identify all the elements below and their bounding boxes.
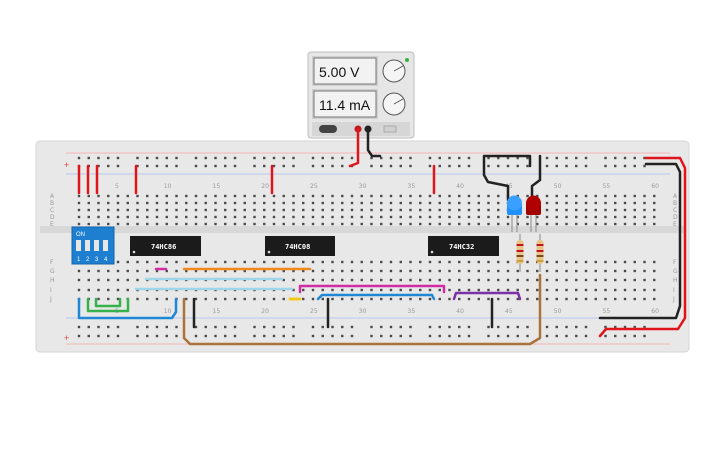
row-label: F [50, 259, 54, 266]
power-switch[interactable] [319, 125, 337, 133]
led-red[interactable] [526, 195, 541, 233]
row-label: E [673, 221, 677, 228]
dip-switch[interactable]: ON 1 2 3 4 [71, 226, 115, 265]
dip-position-3: 3 [95, 257, 99, 263]
row-label: H [50, 277, 55, 284]
column-label-bottom: 10 [164, 308, 172, 315]
row-label: G [50, 268, 55, 275]
dip-toggle-3[interactable] [94, 240, 99, 251]
row-label: J [672, 296, 675, 303]
chip-74hc08[interactable]: 74HC08 [265, 236, 335, 256]
wire-purple [452, 291, 522, 301]
chip-74hc86[interactable]: 74HC86 [130, 236, 201, 256]
dip-position-4: 4 [104, 257, 108, 263]
power-supply[interactable]: 5.00 V 11.4 mA [307, 51, 415, 139]
wire-magenta-long [298, 284, 446, 294]
column-label-bottom: 25 [310, 308, 318, 315]
breadboard-center-gap [40, 226, 685, 233]
row-label: A [673, 193, 678, 200]
column-label-bottom: 40 [456, 308, 464, 315]
current-readout: 11.4 mA [319, 97, 371, 113]
row-label: H [673, 277, 678, 284]
wire-black-led-2 [530, 154, 542, 202]
dip-toggle-4[interactable] [103, 240, 108, 251]
wire-blue-dip [77, 297, 178, 320]
wire-red-right [598, 156, 687, 338]
row-label: I [673, 287, 675, 294]
column-label-bottom: 45 [505, 308, 513, 315]
chip-label-74hc86: 74HC86 [151, 243, 176, 251]
wire-black-right [598, 162, 682, 320]
row-label: D [50, 214, 55, 221]
wire-black-psu [366, 127, 382, 158]
column-label-top: 15 [213, 183, 221, 190]
column-label-bottom: 50 [554, 308, 562, 315]
column-label-top: 40 [456, 183, 464, 190]
column-label-top: 20 [261, 183, 269, 190]
chip-label-74hc32: 74HC32 [449, 243, 474, 251]
column-label-bottom: 55 [603, 308, 611, 315]
voltage-readout: 5.00 V [319, 64, 360, 80]
row-label: D [673, 214, 678, 221]
row-label: B [50, 200, 54, 207]
row-label: B [673, 200, 677, 207]
row-label: A [50, 193, 55, 200]
power-led-icon [405, 58, 409, 62]
column-label-top: 50 [554, 183, 562, 190]
chip-label-74hc08: 74HC08 [285, 243, 310, 251]
breadboard [35, 140, 690, 353]
led-blue[interactable] [507, 195, 522, 233]
row-label: F [673, 259, 677, 266]
row-label: C [673, 207, 677, 214]
column-label-bottom: 60 [651, 308, 659, 315]
resistor-1[interactable] [516, 234, 524, 272]
wire-blue-long [316, 293, 436, 301]
column-label-bottom: 20 [261, 308, 269, 315]
row-label: C [50, 207, 54, 214]
column-label-top: 10 [164, 183, 172, 190]
dip-position-1: 1 [77, 257, 81, 263]
dip-on-label: ON [76, 232, 85, 238]
column-label-top: 35 [408, 183, 416, 190]
column-label-top: 60 [651, 183, 659, 190]
row-label: G [673, 268, 678, 275]
row-label: J [49, 296, 52, 303]
column-label-top: 5 [115, 183, 119, 190]
column-label-bottom: 15 [213, 308, 221, 315]
row-label: E [50, 221, 54, 228]
wire-red-psu [348, 127, 360, 168]
dip-position-2: 2 [86, 257, 90, 263]
resistor-2[interactable] [536, 234, 544, 272]
wire-green-2 [94, 297, 122, 308]
wire-black-led-1 [482, 154, 532, 202]
column-label-top: 55 [603, 183, 611, 190]
wire-green-1 [86, 297, 130, 313]
column-label-bottom: 30 [359, 308, 367, 315]
row-label: I [50, 287, 52, 294]
column-label-top: 30 [359, 183, 367, 190]
chip-74hc32[interactable]: 74HC32 [428, 236, 499, 256]
wire-brown [182, 273, 542, 346]
dip-toggle-1[interactable] [76, 240, 81, 251]
rail-plus-label-top: + [64, 160, 69, 170]
rail-plus-label-bottom: + [64, 333, 69, 343]
column-label-top: 25 [310, 183, 318, 190]
wires [77, 127, 687, 346]
column-label-bottom: 35 [408, 308, 416, 315]
dip-toggle-2[interactable] [85, 240, 90, 251]
